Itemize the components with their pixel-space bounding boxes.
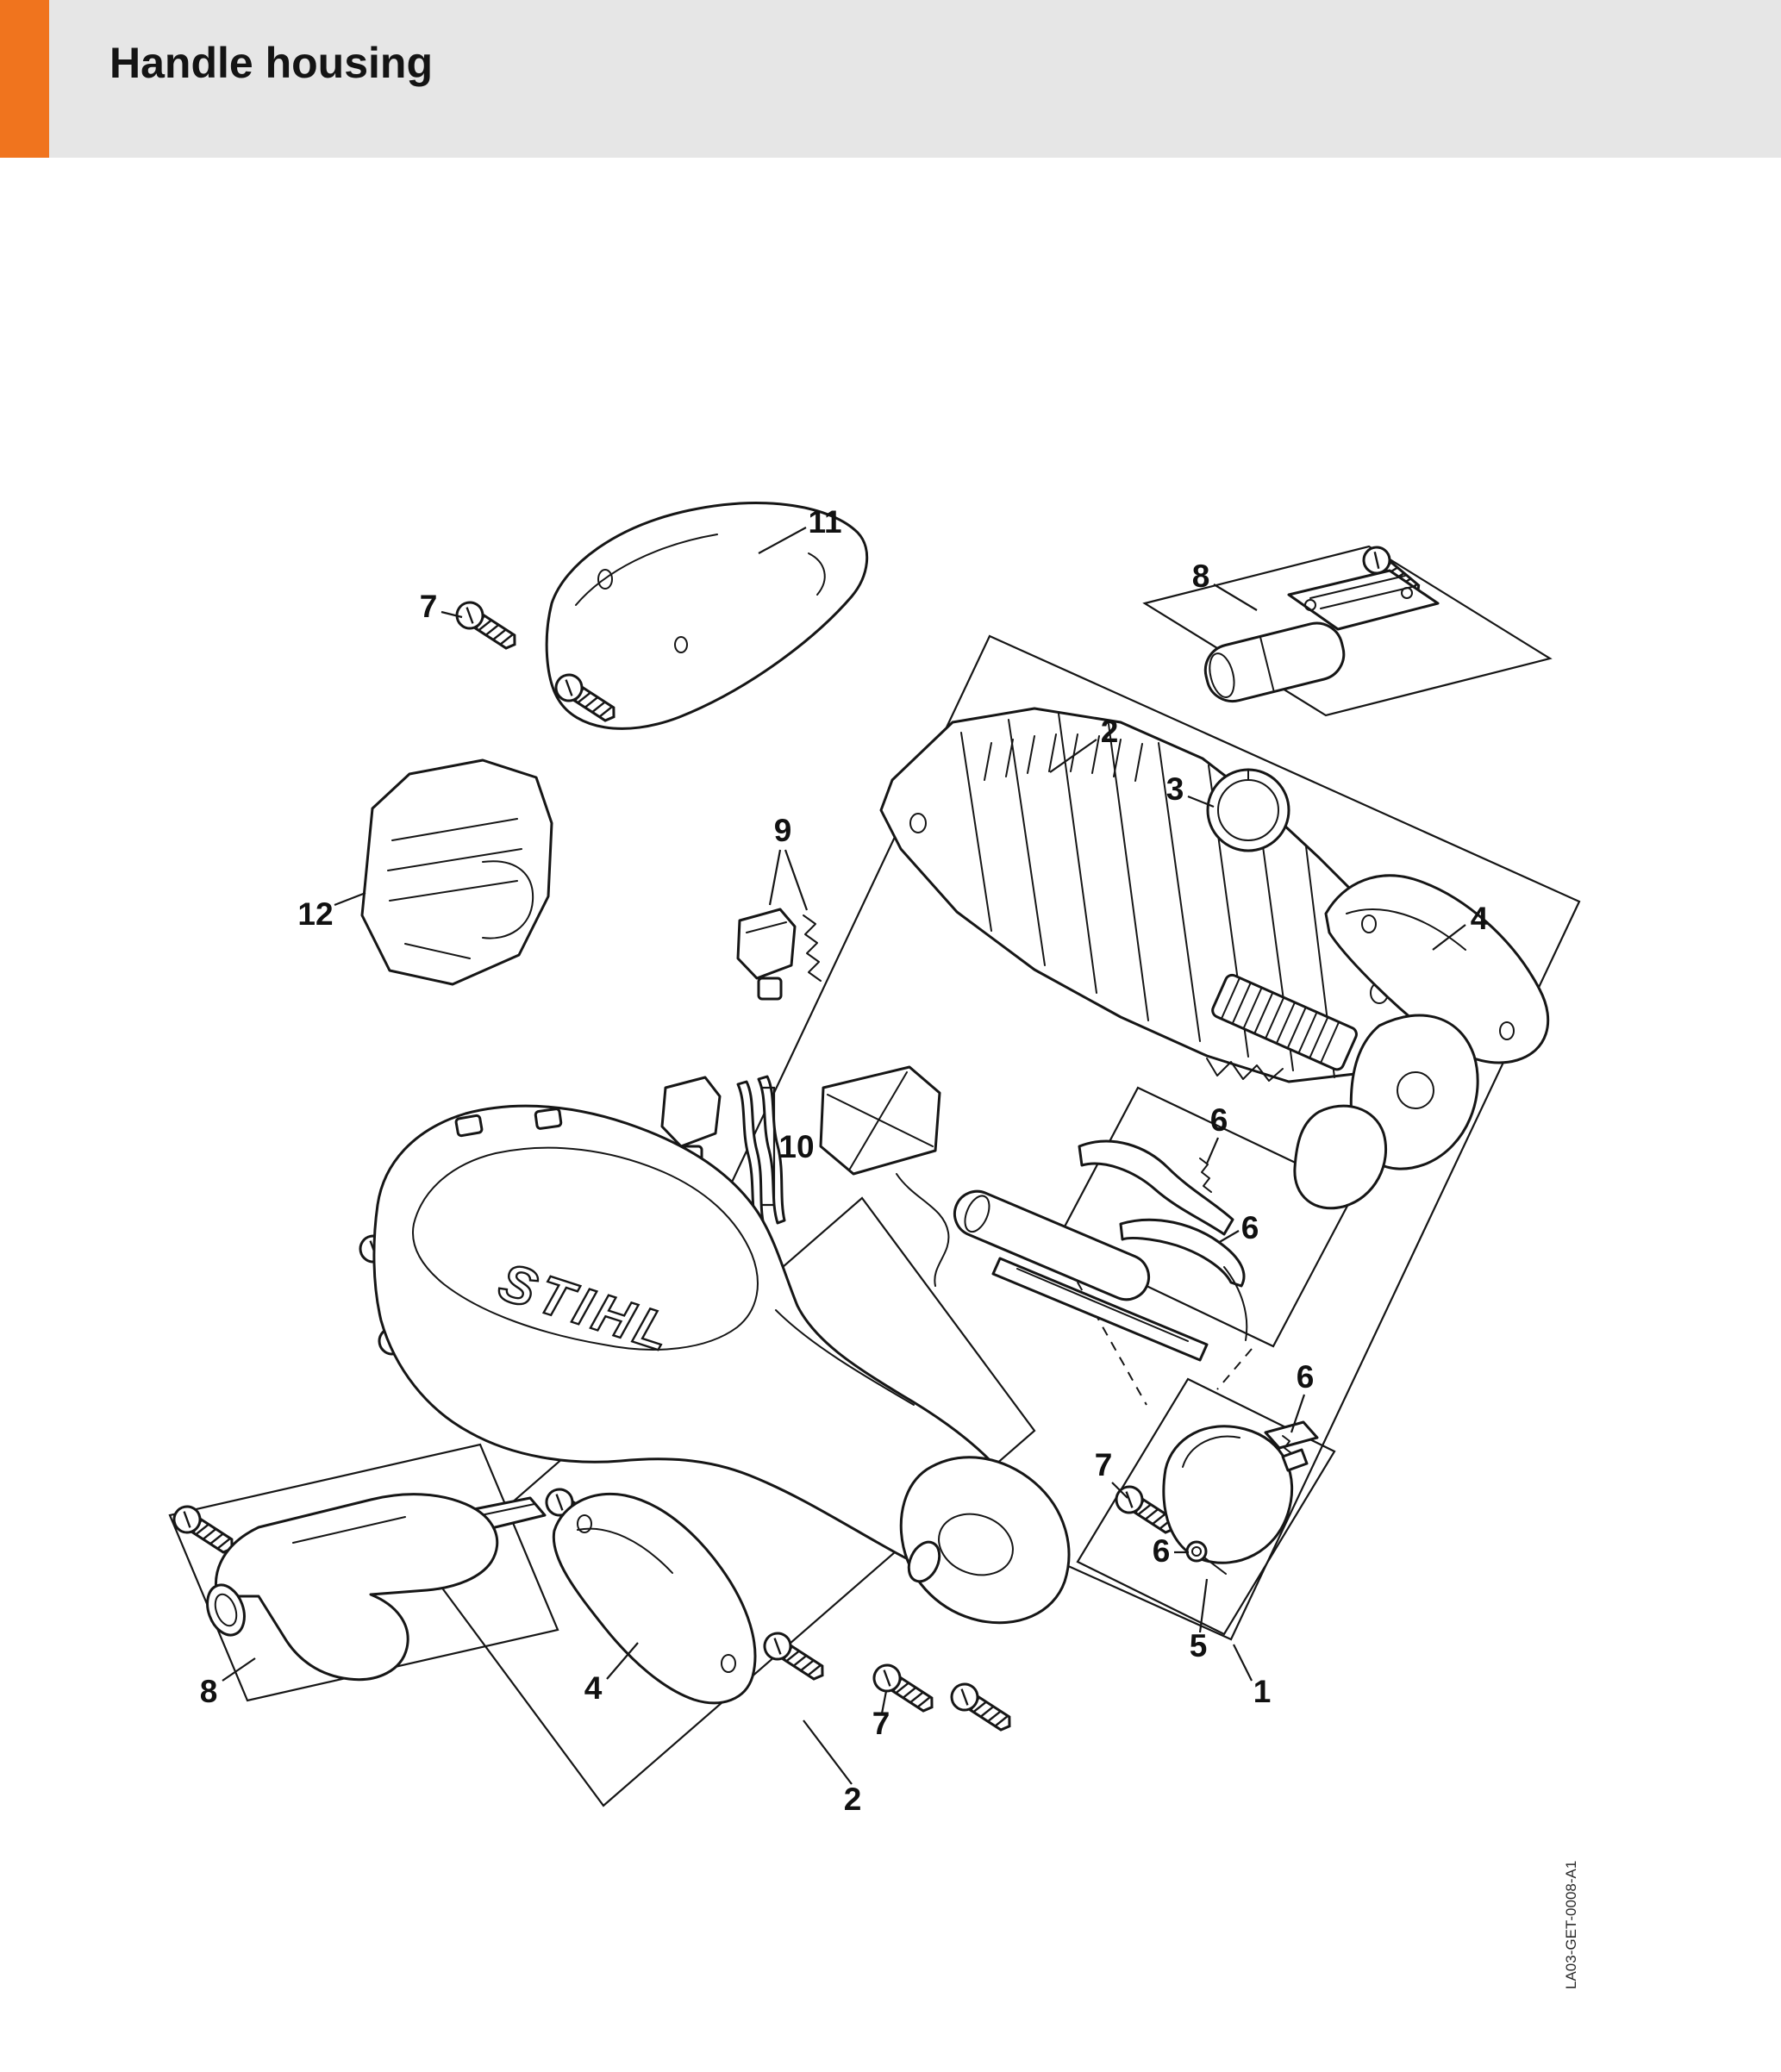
screw-icon	[758, 1626, 831, 1688]
callout-4-grip-bottom: 4	[584, 1670, 603, 1706]
part-switch-shaft-assembly	[819, 1065, 1209, 1362]
part-switch-group	[736, 908, 822, 1001]
part-cover-ring	[1206, 768, 1290, 852]
part-contact-spring-set	[644, 1075, 786, 1230]
part-throttle-trigger-group	[1162, 1420, 1319, 1575]
callout-5-trigger: 5	[1190, 1628, 1208, 1663]
box-trigger-group	[1054, 1086, 1357, 1348]
screw-icon	[450, 596, 523, 657]
callout-9-switch: 9	[774, 813, 792, 848]
part-clamp-assembly	[1211, 973, 1479, 1210]
part-top-cover	[545, 502, 869, 730]
callout-2-housing-lower: 2	[844, 1782, 862, 1817]
part-housing-half-lower: STIHL	[372, 1104, 1028, 1577]
callout-6-lever-b: 6	[1241, 1210, 1259, 1245]
callout-4-grip-right: 4	[1471, 901, 1489, 936]
part-grip-plate-right	[1324, 874, 1550, 1064]
brand-accent-bar	[0, 0, 49, 158]
box-main-assembly	[640, 634, 1581, 1641]
callout-6-spring-coil: 6	[1153, 1533, 1171, 1569]
callout-8-coupling: 8	[1192, 559, 1210, 594]
part-handle-end-boot	[899, 1456, 1071, 1625]
page-title: Handle housing	[109, 39, 433, 87]
callout-1-assembly: 1	[1253, 1674, 1272, 1709]
document-code: LA03-GET-0008-A1	[1563, 1861, 1579, 1989]
callout-6-lever-a: 6	[1210, 1102, 1228, 1138]
callout-10-contact-parts: 10	[778, 1129, 814, 1164]
part-buffer-block	[360, 758, 553, 986]
callout-8-loop-handle: 8	[200, 1674, 218, 1709]
callout-2-housing-upper: 2	[1101, 714, 1119, 749]
part-interlock-levers	[1078, 1139, 1248, 1341]
part-grip-plate-bottom	[552, 1493, 757, 1705]
callout-7-screws-top: 7	[420, 589, 438, 624]
page-header: Handle housing	[0, 0, 1781, 158]
part-coupling-housing	[1203, 569, 1440, 703]
screw-icon	[945, 1677, 1018, 1738]
callout-6-spring-top: 6	[1297, 1359, 1315, 1395]
callout-labels: 11 7 8 2 3 9 4 12 10 6 6 6 7 6 5 8 4 7 2…	[200, 504, 1489, 1817]
box-handle-group	[168, 1443, 559, 1702]
part-loop-handle	[206, 1493, 547, 1682]
callout-11-top-cover: 11	[808, 504, 841, 540]
callout-12-buffer: 12	[297, 896, 333, 932]
callout-leaders	[222, 527, 1466, 1785]
callout-7-screw-box: 7	[1095, 1447, 1113, 1482]
callout-7-screws-bottom: 7	[872, 1706, 890, 1741]
callout-3-cover-ring: 3	[1166, 771, 1184, 807]
